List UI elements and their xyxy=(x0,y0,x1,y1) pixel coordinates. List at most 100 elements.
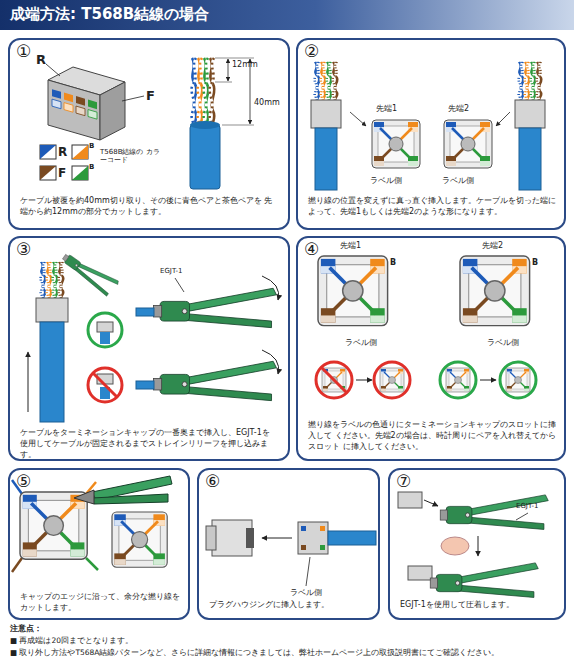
cap-top-view xyxy=(112,512,167,567)
label: 先端1 xyxy=(376,104,397,114)
slot xyxy=(301,545,306,550)
label: ラベル側 xyxy=(290,588,322,598)
arrow xyxy=(350,112,366,126)
twisted-pair xyxy=(41,262,46,298)
cap-top-view xyxy=(318,256,388,326)
arrow xyxy=(424,500,438,506)
step-panel: ②撚り線の位置を変えずに真っ直ぐ挿入します。ケーブルを切った端に よって、先端1… xyxy=(296,38,566,230)
label: R xyxy=(36,52,46,68)
cable-sheath xyxy=(40,322,64,422)
step-number: ① xyxy=(16,40,31,63)
slot xyxy=(301,526,306,531)
label: F xyxy=(146,88,155,104)
step-panel: ③ケーブルをターミネーションキャップの一番奥まで挿入し、EGJT-1を 使用して… xyxy=(8,236,290,461)
twisted-pair xyxy=(53,262,58,298)
leader-line xyxy=(306,557,310,586)
cap-top-view xyxy=(444,120,492,168)
twisted-pair xyxy=(192,58,197,128)
leader-line xyxy=(122,96,144,101)
cap-top-view xyxy=(446,368,470,392)
jack-side xyxy=(100,82,125,140)
cable-sheath xyxy=(315,128,337,190)
wire xyxy=(86,558,98,570)
label: B xyxy=(532,258,538,268)
title-bar: 成端方法: T568B結線の場合 xyxy=(0,0,574,30)
arrow xyxy=(480,380,496,381)
step-panel: ⑤ キャップのエッジに沿って、余分な撚り線を カットします。 xyxy=(8,468,190,620)
plug-housing xyxy=(206,526,216,550)
twisted-pair xyxy=(204,58,209,128)
step-panel: ⑥ プラグハウジングに挿入します。 xyxy=(197,468,380,620)
label: B xyxy=(390,258,396,268)
crimp-tool xyxy=(430,563,538,598)
ok-circle xyxy=(440,362,476,398)
cap-top-view xyxy=(460,256,530,326)
step-number: ③ xyxy=(16,238,31,261)
ng-slash xyxy=(321,367,347,393)
termination-cap xyxy=(298,522,328,554)
ng-circle xyxy=(316,362,352,398)
extension-line xyxy=(215,58,254,59)
label: 12mm xyxy=(232,60,258,70)
twisted-pair xyxy=(519,62,524,101)
label: R xyxy=(58,145,67,159)
label: EGJT-1 xyxy=(160,267,183,275)
twisted-pair xyxy=(59,262,64,298)
ng-slash xyxy=(93,373,117,397)
label: 注意点： xyxy=(10,624,42,634)
label: EGJT-1 xyxy=(516,502,539,510)
termination-cap xyxy=(97,322,113,332)
jack-front xyxy=(48,80,100,140)
color-swatch xyxy=(72,166,88,180)
step-number: ② xyxy=(304,40,319,63)
cable-end xyxy=(190,121,220,129)
swatch-color xyxy=(40,166,56,180)
step-description: EGJT-1を使用して圧着します。 xyxy=(400,600,556,611)
step-panel: ⑦EGJT-1を使用して圧着します。 xyxy=(388,468,566,620)
hand xyxy=(441,537,469,555)
step-number: ⑤ xyxy=(16,470,31,493)
slot xyxy=(320,545,325,550)
arrow xyxy=(262,538,292,539)
ok-circle xyxy=(88,313,122,347)
slot xyxy=(64,93,73,103)
label: 先端2 xyxy=(448,104,469,114)
step-number: ⑥ xyxy=(205,470,220,493)
swatch-box xyxy=(40,166,56,180)
twisted-pair xyxy=(537,62,542,101)
cable-sheath xyxy=(328,531,376,545)
arrow xyxy=(478,536,479,556)
step-description: キャップのエッジに沿って、余分な撚り線を カットします。 xyxy=(20,592,180,614)
plug-housing xyxy=(408,566,432,580)
ok-circle xyxy=(500,362,536,398)
title: 成端方法: T568B結線の場合 xyxy=(10,5,209,24)
label: ■ 再成端は20回までとなります。 xyxy=(10,636,133,645)
step-description: プラグハウジングに挿入します。 xyxy=(209,600,370,611)
slot xyxy=(88,100,97,110)
cutter-handle xyxy=(92,494,168,504)
swatch-color xyxy=(72,145,88,159)
slot xyxy=(320,526,325,531)
label: 先端1 xyxy=(340,241,361,251)
label: 先端2 xyxy=(482,241,503,251)
cable-sheath xyxy=(136,381,154,389)
leader-line xyxy=(516,513,528,520)
arrow xyxy=(28,352,29,412)
twisted-pair xyxy=(198,58,203,128)
slot xyxy=(76,106,85,116)
slot xyxy=(64,103,73,113)
cutter-jaw xyxy=(74,490,94,504)
wire xyxy=(12,558,22,572)
termination-cap xyxy=(311,100,341,128)
step-description: ケーブル被覆を約40mm切り取り、その後に青色ペアと茶色ペアを 先端から約12m… xyxy=(20,196,280,218)
plug-housing xyxy=(398,492,422,508)
twisted-pair xyxy=(210,58,215,128)
color-swatch xyxy=(40,145,56,159)
leader-line xyxy=(46,64,60,76)
cap-top-view xyxy=(380,368,404,392)
label: ラベル側 xyxy=(442,176,474,186)
cable-sheath xyxy=(519,128,541,190)
dimension-line xyxy=(228,59,229,81)
